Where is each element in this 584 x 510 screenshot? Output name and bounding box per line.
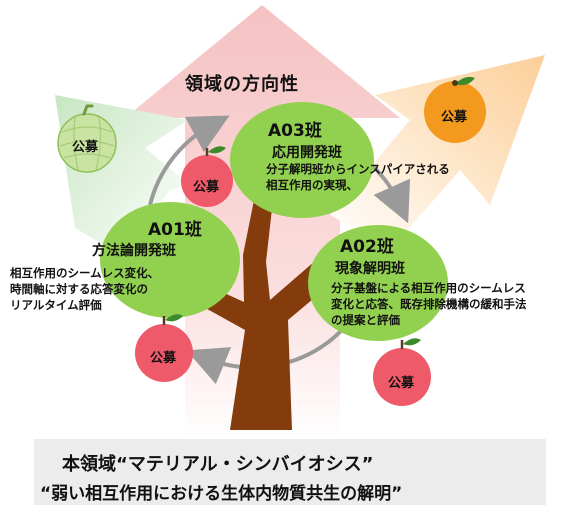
melon-icon (57, 104, 117, 173)
open-call-label-apple-left: 公募 (150, 351, 177, 366)
apple-icon (373, 338, 431, 406)
a03-team-description: 分子解明班からインスパイアされる 相互作用の実現、 (266, 162, 450, 192)
footer-line1: 本領域“マテリアル・シンバイオシス” (62, 454, 374, 475)
footer-line2: “弱い相互作用における生体内物質共生の解明” (40, 484, 403, 504)
a01-team-name: A01班 (148, 220, 202, 240)
a01-team-subtitle: 方法論開発班 (92, 243, 176, 259)
direction-label: 領域の方向性 (185, 74, 299, 95)
apple-icon (135, 314, 193, 382)
open-call-label-apple-top: 公募 (193, 180, 220, 195)
a01-team-description: 相互作用のシームレス変化、 時間軸に対する応答変化の リアルタイム評価 (10, 266, 160, 312)
footer-box (34, 439, 546, 505)
open-call-label-melon: 公募 (72, 140, 99, 155)
a01-leaf (100, 202, 240, 318)
tree-icon (180, 180, 350, 430)
a02-leaf (308, 225, 448, 341)
a02-team-description: 分子基盤による相互作用のシームレス 変化と応答、既存排除機構の緩和手法 の提案と… (331, 281, 527, 327)
orange-icon (424, 76, 486, 143)
a03-team-subtitle: 応用開発班 (272, 145, 342, 161)
a02-team-subtitle: 現象解明班 (335, 261, 405, 277)
apple-icon (181, 146, 233, 207)
a03-leaf (230, 102, 374, 218)
open-call-label-apple-right: 公募 (388, 376, 415, 391)
a03-team-name: A03班 (268, 121, 322, 141)
a02-team-name: A02班 (340, 237, 394, 257)
open-call-label-orange: 公募 (441, 110, 468, 125)
